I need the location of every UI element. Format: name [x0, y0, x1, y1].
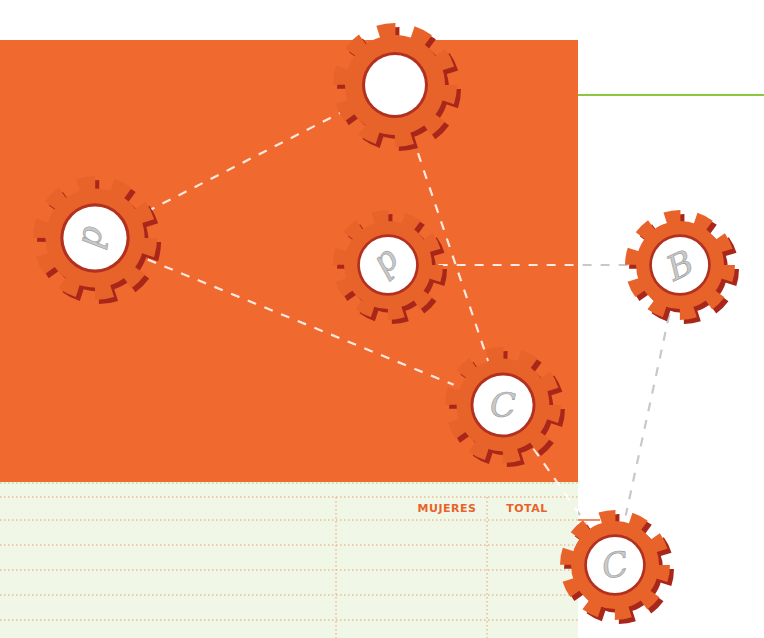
gear-node: C — [560, 510, 670, 620]
gear-letter: d — [311, 188, 466, 343]
dashed-connector — [439, 265, 630, 266]
gear-node: B — [625, 210, 735, 320]
gear-letter: C — [551, 501, 678, 628]
green-rule — [578, 94, 764, 96]
gear-node: d — [333, 210, 443, 320]
table-accent — [578, 519, 600, 521]
table-grid — [0, 483, 578, 638]
orange-panel — [0, 40, 578, 482]
table-header: MUJERES — [418, 502, 477, 515]
top-gear — [340, 30, 454, 144]
table-header: TOTAL — [506, 502, 548, 515]
gear-letter: d — [23, 166, 167, 310]
gear-letter: B — [607, 192, 753, 338]
dashed-connector — [626, 314, 670, 515]
gear-letter: C — [445, 347, 561, 463]
gear-node: d — [33, 176, 157, 300]
gear-node: C — [445, 347, 561, 463]
table-background — [0, 482, 578, 638]
